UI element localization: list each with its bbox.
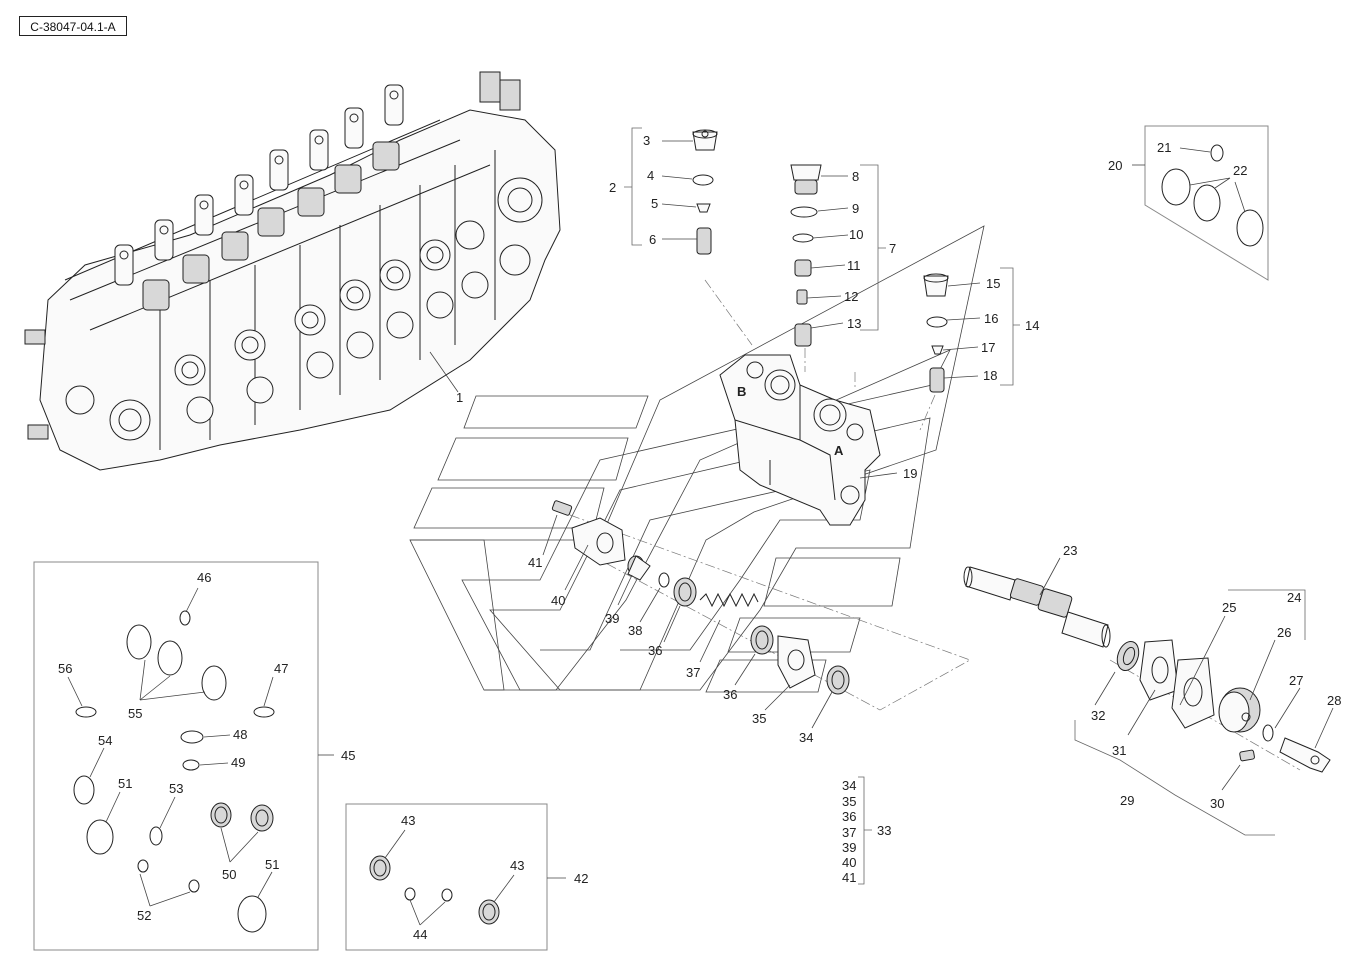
callout-54: 54 [98,733,112,748]
callout-6: 6 [649,232,656,247]
callout-51: 51 [118,776,132,791]
callout-39: 39 [605,611,619,626]
callout-2: 2 [609,180,616,195]
callout-27: 27 [1289,673,1303,688]
callout-35: 35 [752,711,766,726]
callout-31: 31 [1112,743,1126,758]
port-b-letter: B [737,384,746,399]
callout-46: 46 [197,570,211,585]
callout-7: 7 [889,241,896,256]
valve-bank-assembly [24,71,561,471]
callout-22: 22 [1233,163,1247,178]
callout-11: 11 [847,258,861,273]
callout-numbers: 1 2 3 4 5 6 7 8 9 10 11 12 13 14 15 16 1… [58,133,1341,942]
callout-5: 5 [651,196,658,211]
callout-9: 9 [852,201,859,216]
kit-33-label: 33 [877,823,891,838]
callout-36: 36 [648,643,662,658]
callout-42: 42 [574,871,588,886]
kit-33-list: 34 35 36 37 39 40 41 33 [842,776,891,885]
callout-43: 43 [510,858,524,873]
callout-24: 24 [1287,590,1301,605]
kit-33-item: 40 [842,855,856,870]
callout-48: 48 [233,727,247,742]
callout-47: 47 [274,661,288,676]
port-a-letter: A [834,443,844,458]
callout-1: 1 [456,390,463,405]
callout-44: 44 [413,927,427,942]
callout-32: 32 [1091,708,1105,723]
kit-33-item: 37 [842,825,856,840]
callout-34: 34 [799,730,813,745]
seal-kit-45 [33,561,334,951]
callout-43: 43 [401,813,415,828]
callout-51: 51 [265,857,279,872]
callout-23: 23 [1063,543,1077,558]
callout-30: 30 [1210,796,1224,811]
callout-18: 18 [983,368,997,383]
callout-16: 16 [984,311,998,326]
callout-37: 37 [686,665,700,680]
kit-33-item: 35 [842,794,856,809]
relief-valve-group-14 [923,267,1020,393]
check-valve-group-7 [790,164,886,347]
kit-33-item: 36 [842,809,856,824]
drawing-reference-code: C-38047-04.1-A [19,16,127,36]
callout-25: 25 [1222,600,1236,615]
relief-valve-group-2 [624,127,718,255]
spring-cap-parts [542,472,898,729]
callout-12: 12 [844,289,858,304]
seal-kit-20 [1132,125,1269,281]
callout-36: 36 [723,687,737,702]
callout-52: 52 [137,908,151,923]
callout-15: 15 [986,276,1000,291]
callout-19: 19 [903,466,917,481]
callout-21: 21 [1157,140,1171,155]
callout-56: 56 [58,661,72,676]
callout-55: 55 [128,706,142,721]
callout-40: 40 [551,593,565,608]
callout-28: 28 [1327,693,1341,708]
callout-20: 20 [1108,158,1122,173]
callout-29: 29 [1120,793,1134,808]
kit-33-item: 34 [842,778,856,793]
callout-4: 4 [647,168,654,183]
callout-13: 13 [847,316,861,331]
callout-38: 38 [628,623,642,638]
callout-50: 50 [222,867,236,882]
callout-8: 8 [852,169,859,184]
callout-17: 17 [981,340,995,355]
valve-section-body: B A [719,354,881,526]
callout-26: 26 [1277,625,1291,640]
callout-53: 53 [169,781,183,796]
callout-14: 14 [1025,318,1039,333]
callout-10: 10 [849,227,863,242]
callout-3: 3 [643,133,650,148]
kit-33-item: 41 [842,870,856,885]
callout-49: 49 [231,755,245,770]
spool-and-end-cap [963,557,1334,836]
callout-41: 41 [528,555,542,570]
callout-45: 45 [341,748,355,763]
kit-33-item: 39 [842,840,856,855]
seal-kit-42 [345,803,566,951]
